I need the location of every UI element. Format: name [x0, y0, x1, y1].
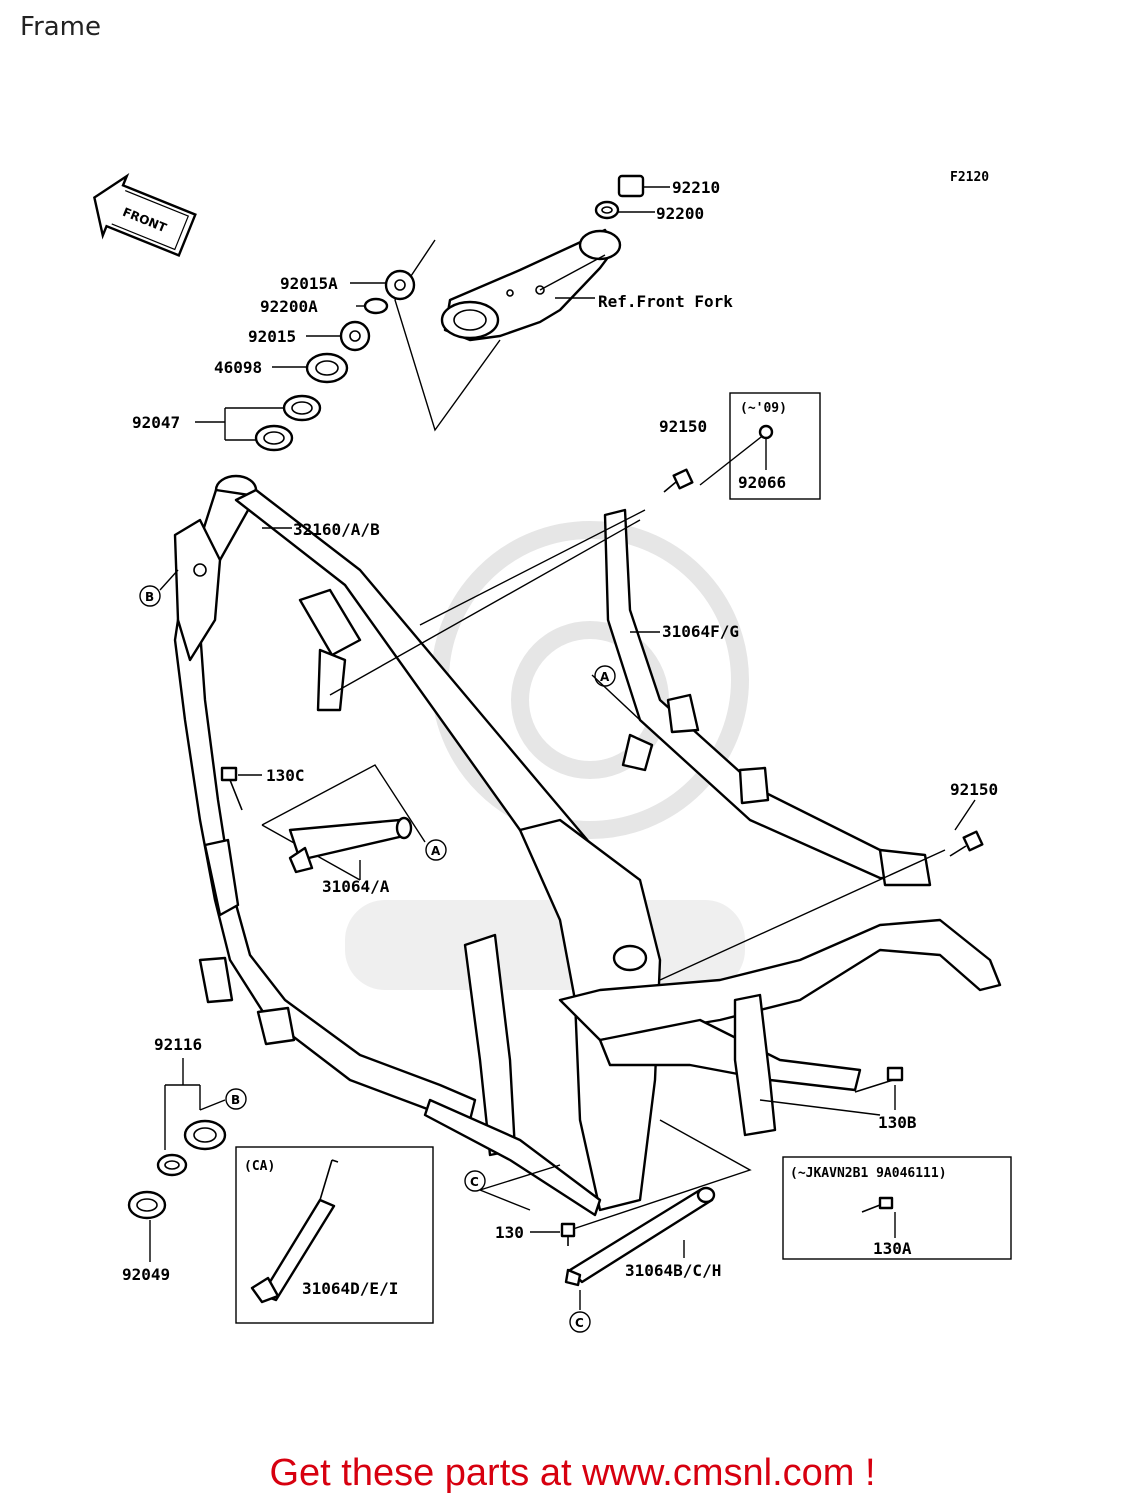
lower-bearing-parts: [127, 1119, 227, 1220]
part-label-46098[interactable]: 46098: [214, 358, 262, 377]
diagram-code: F2120: [950, 170, 989, 185]
part-label-92150-top[interactable]: 92150: [659, 417, 707, 436]
part-label-92047[interactable]: 92047: [132, 413, 180, 432]
part-label-92116[interactable]: 92116: [154, 1035, 202, 1054]
part-label-31064FG[interactable]: 31064F/G: [662, 622, 739, 641]
front-arrow-icon: FRONT: [93, 172, 197, 257]
part-label-31064A[interactable]: 31064/A: [322, 877, 390, 896]
callout-c-2: C: [575, 1316, 584, 1330]
part-labels: 92210 92200 92015A 92200A 92015 46098 92…: [122, 178, 998, 1298]
leader-lines: [149, 429, 976, 1310]
part-label-130B[interactable]: 130B: [878, 1113, 917, 1132]
ca-box-outline: [235, 1146, 434, 1324]
callout-b-1: B: [145, 590, 154, 604]
tube-parts: [250, 816, 716, 1304]
part-label-92015[interactable]: 92015: [248, 327, 296, 346]
callouts: B A A B C C: [139, 569, 616, 1333]
part-label-92200[interactable]: 92200: [656, 204, 704, 223]
part-label-92015A[interactable]: 92015A: [280, 274, 338, 293]
part-label-92049[interactable]: 92049: [122, 1265, 170, 1284]
part-label-92066[interactable]: 92066: [738, 473, 786, 492]
callout-c-1: C: [470, 1175, 479, 1189]
ca-box-label: (CA): [244, 1159, 275, 1174]
part-label-92150-right[interactable]: 92150: [950, 780, 998, 799]
vin-box-label: (~JKAVN2B1 9A046111): [790, 1166, 947, 1181]
vin-box-outline: [782, 1156, 1012, 1260]
part-label-31064DEI[interactable]: 31064D/E/I: [302, 1279, 398, 1298]
part-label-130[interactable]: 130: [495, 1223, 524, 1242]
callout-a-2: A: [431, 844, 441, 858]
steering-stem-group: [195, 174, 670, 452]
part-label-130A[interactable]: 130A: [873, 1239, 912, 1258]
callout-a-1: A: [600, 670, 610, 684]
year-box-label: (~'09): [740, 401, 787, 416]
year-box-outline: [729, 392, 821, 500]
part-label-32160[interactable]: 32160/A/B: [293, 520, 380, 539]
part-label-31064BCH[interactable]: 31064B/C/H: [625, 1261, 721, 1280]
part-label-130C[interactable]: 130C: [266, 766, 305, 785]
callout-b-2: B: [231, 1093, 240, 1107]
page-title: Frame: [20, 12, 102, 42]
footer-link[interactable]: Get these parts at www.cmsnl.com !: [269, 1452, 876, 1494]
reference-front-fork[interactable]: Ref.Front Fork: [598, 292, 733, 311]
main-frame: [173, 474, 1002, 1217]
bolts: [220, 424, 984, 1246]
part-label-92200A[interactable]: 92200A: [260, 297, 318, 316]
part-label-92210[interactable]: 92210: [672, 178, 720, 197]
